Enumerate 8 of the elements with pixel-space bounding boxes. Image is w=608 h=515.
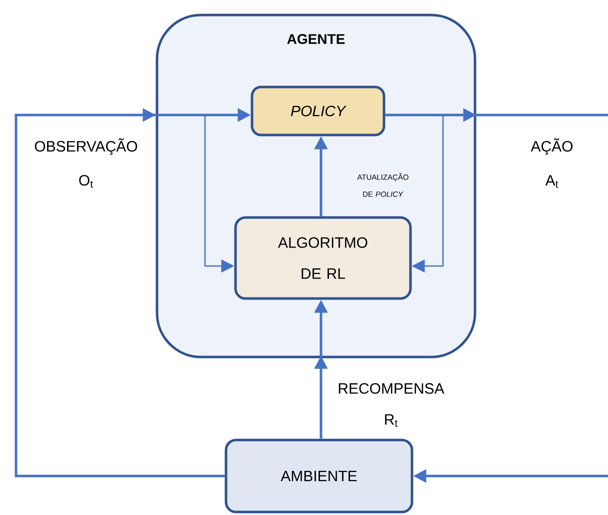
policy-box: POLICY [250, 86, 386, 136]
environment-box: AMBIENTE [224, 438, 414, 514]
edge-label: OBSERVAÇÃO O$_{t}$ [34, 138, 138, 188]
algorithm-box: ALGORITMO DE RL [234, 216, 412, 300]
edge-label: AÇÃO A$_{t}$ [530, 138, 573, 188]
edge-label: RECOMPENSA R$_{t}$ [338, 383, 444, 427]
arrow [385, 108, 608, 483]
arrow [385, 114, 444, 273]
